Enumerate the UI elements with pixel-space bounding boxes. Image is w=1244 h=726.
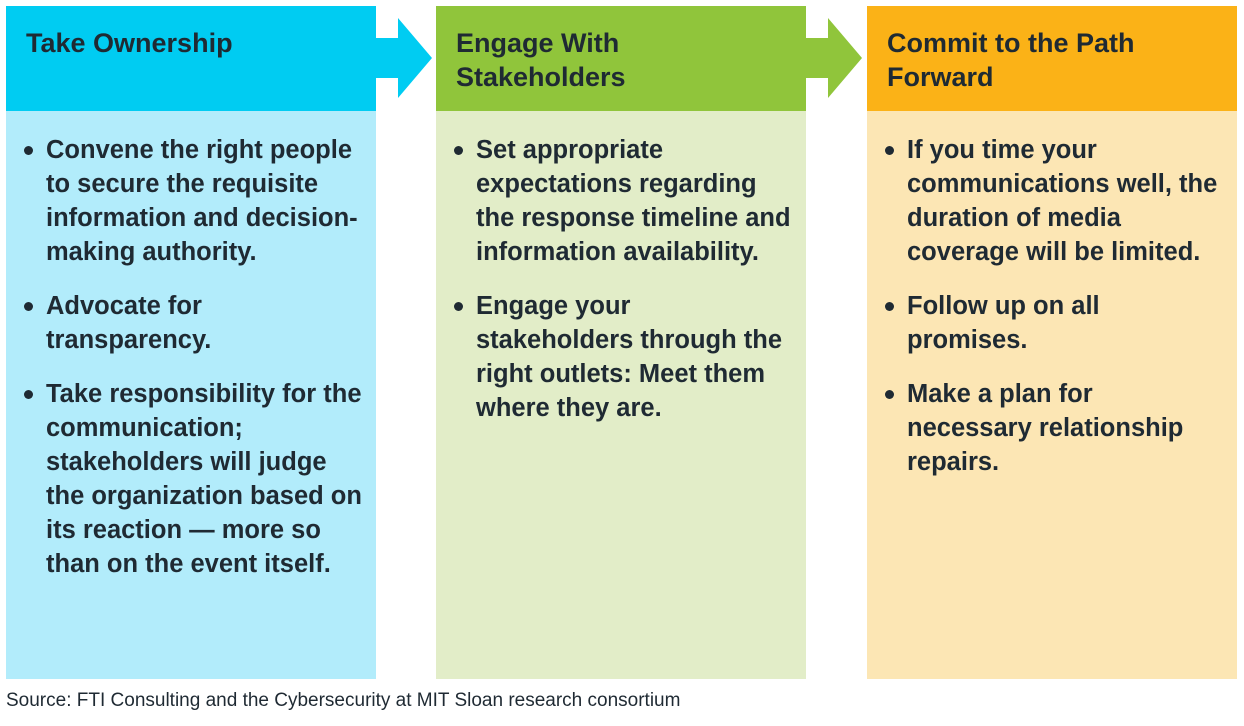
bullet-list: If you time your communications well, th…: [881, 133, 1223, 479]
bullet-text: Engage your stakeholders through the rig…: [476, 292, 783, 422]
stage-header: Take Ownership: [6, 6, 376, 111]
bullet-icon: [24, 146, 33, 155]
bullet-list: Set appropriate expectations regarding t…: [450, 133, 792, 425]
bullet-item: Take responsibility for the communicatio…: [20, 377, 362, 581]
bullet-item: If you time your communications well, th…: [881, 133, 1223, 269]
bullet-icon: [885, 146, 894, 155]
bullet-text: Follow up on all promises.: [907, 292, 1100, 354]
bullet-icon: [454, 302, 463, 311]
stage-body: Set appropriate expectations regarding t…: [436, 111, 806, 679]
bullet-list: Convene the right people to secure the r…: [20, 133, 362, 581]
bullet-icon: [885, 302, 894, 311]
arrow-right-icon: [376, 18, 432, 98]
bullet-text: If you time your communications well, th…: [907, 136, 1218, 266]
bullet-item: Make a plan for necessary relationship r…: [881, 377, 1223, 479]
stage-title: Commit to the Path Forward: [887, 28, 1135, 92]
bullet-icon: [885, 390, 894, 399]
arrow-right-icon: [806, 18, 862, 98]
bullet-icon: [24, 302, 33, 311]
stage-commit-to-path-forward: Commit to the Path Forward If you time y…: [867, 6, 1237, 679]
bullet-text: Set appropriate expectations regarding t…: [476, 136, 791, 266]
bullet-item: Set appropriate expectations regarding t…: [450, 133, 792, 269]
stage-engage-with-stakeholders: Engage With Stakeholders Set appropriate…: [436, 6, 806, 679]
bullet-item: Advocate for transparency.: [20, 289, 362, 357]
bullet-text: Convene the right people to secure the r…: [46, 136, 358, 266]
bullet-text: Take responsibility for the communicatio…: [46, 380, 362, 578]
stage-take-ownership: Take Ownership Convene the right people …: [6, 6, 376, 679]
bullet-text: Make a plan for necessary relationship r…: [907, 380, 1184, 476]
stage-body: Convene the right people to secure the r…: [6, 111, 376, 679]
stage-header: Engage With Stakeholders: [436, 6, 806, 111]
bullet-item: Follow up on all promises.: [881, 289, 1223, 357]
bullet-icon: [454, 146, 463, 155]
stage-title: Engage With Stakeholders: [456, 28, 626, 92]
bullet-item: Convene the right people to secure the r…: [20, 133, 362, 269]
stage-title: Take Ownership: [26, 28, 233, 58]
bullet-text: Advocate for transparency.: [46, 292, 212, 354]
stage-body: If you time your communications well, th…: [867, 111, 1237, 679]
source-caption: Source: FTI Consulting and the Cybersecu…: [6, 690, 681, 711]
bullet-icon: [24, 390, 33, 399]
stage-header: Commit to the Path Forward: [867, 6, 1237, 111]
bullet-item: Engage your stakeholders through the rig…: [450, 289, 792, 425]
